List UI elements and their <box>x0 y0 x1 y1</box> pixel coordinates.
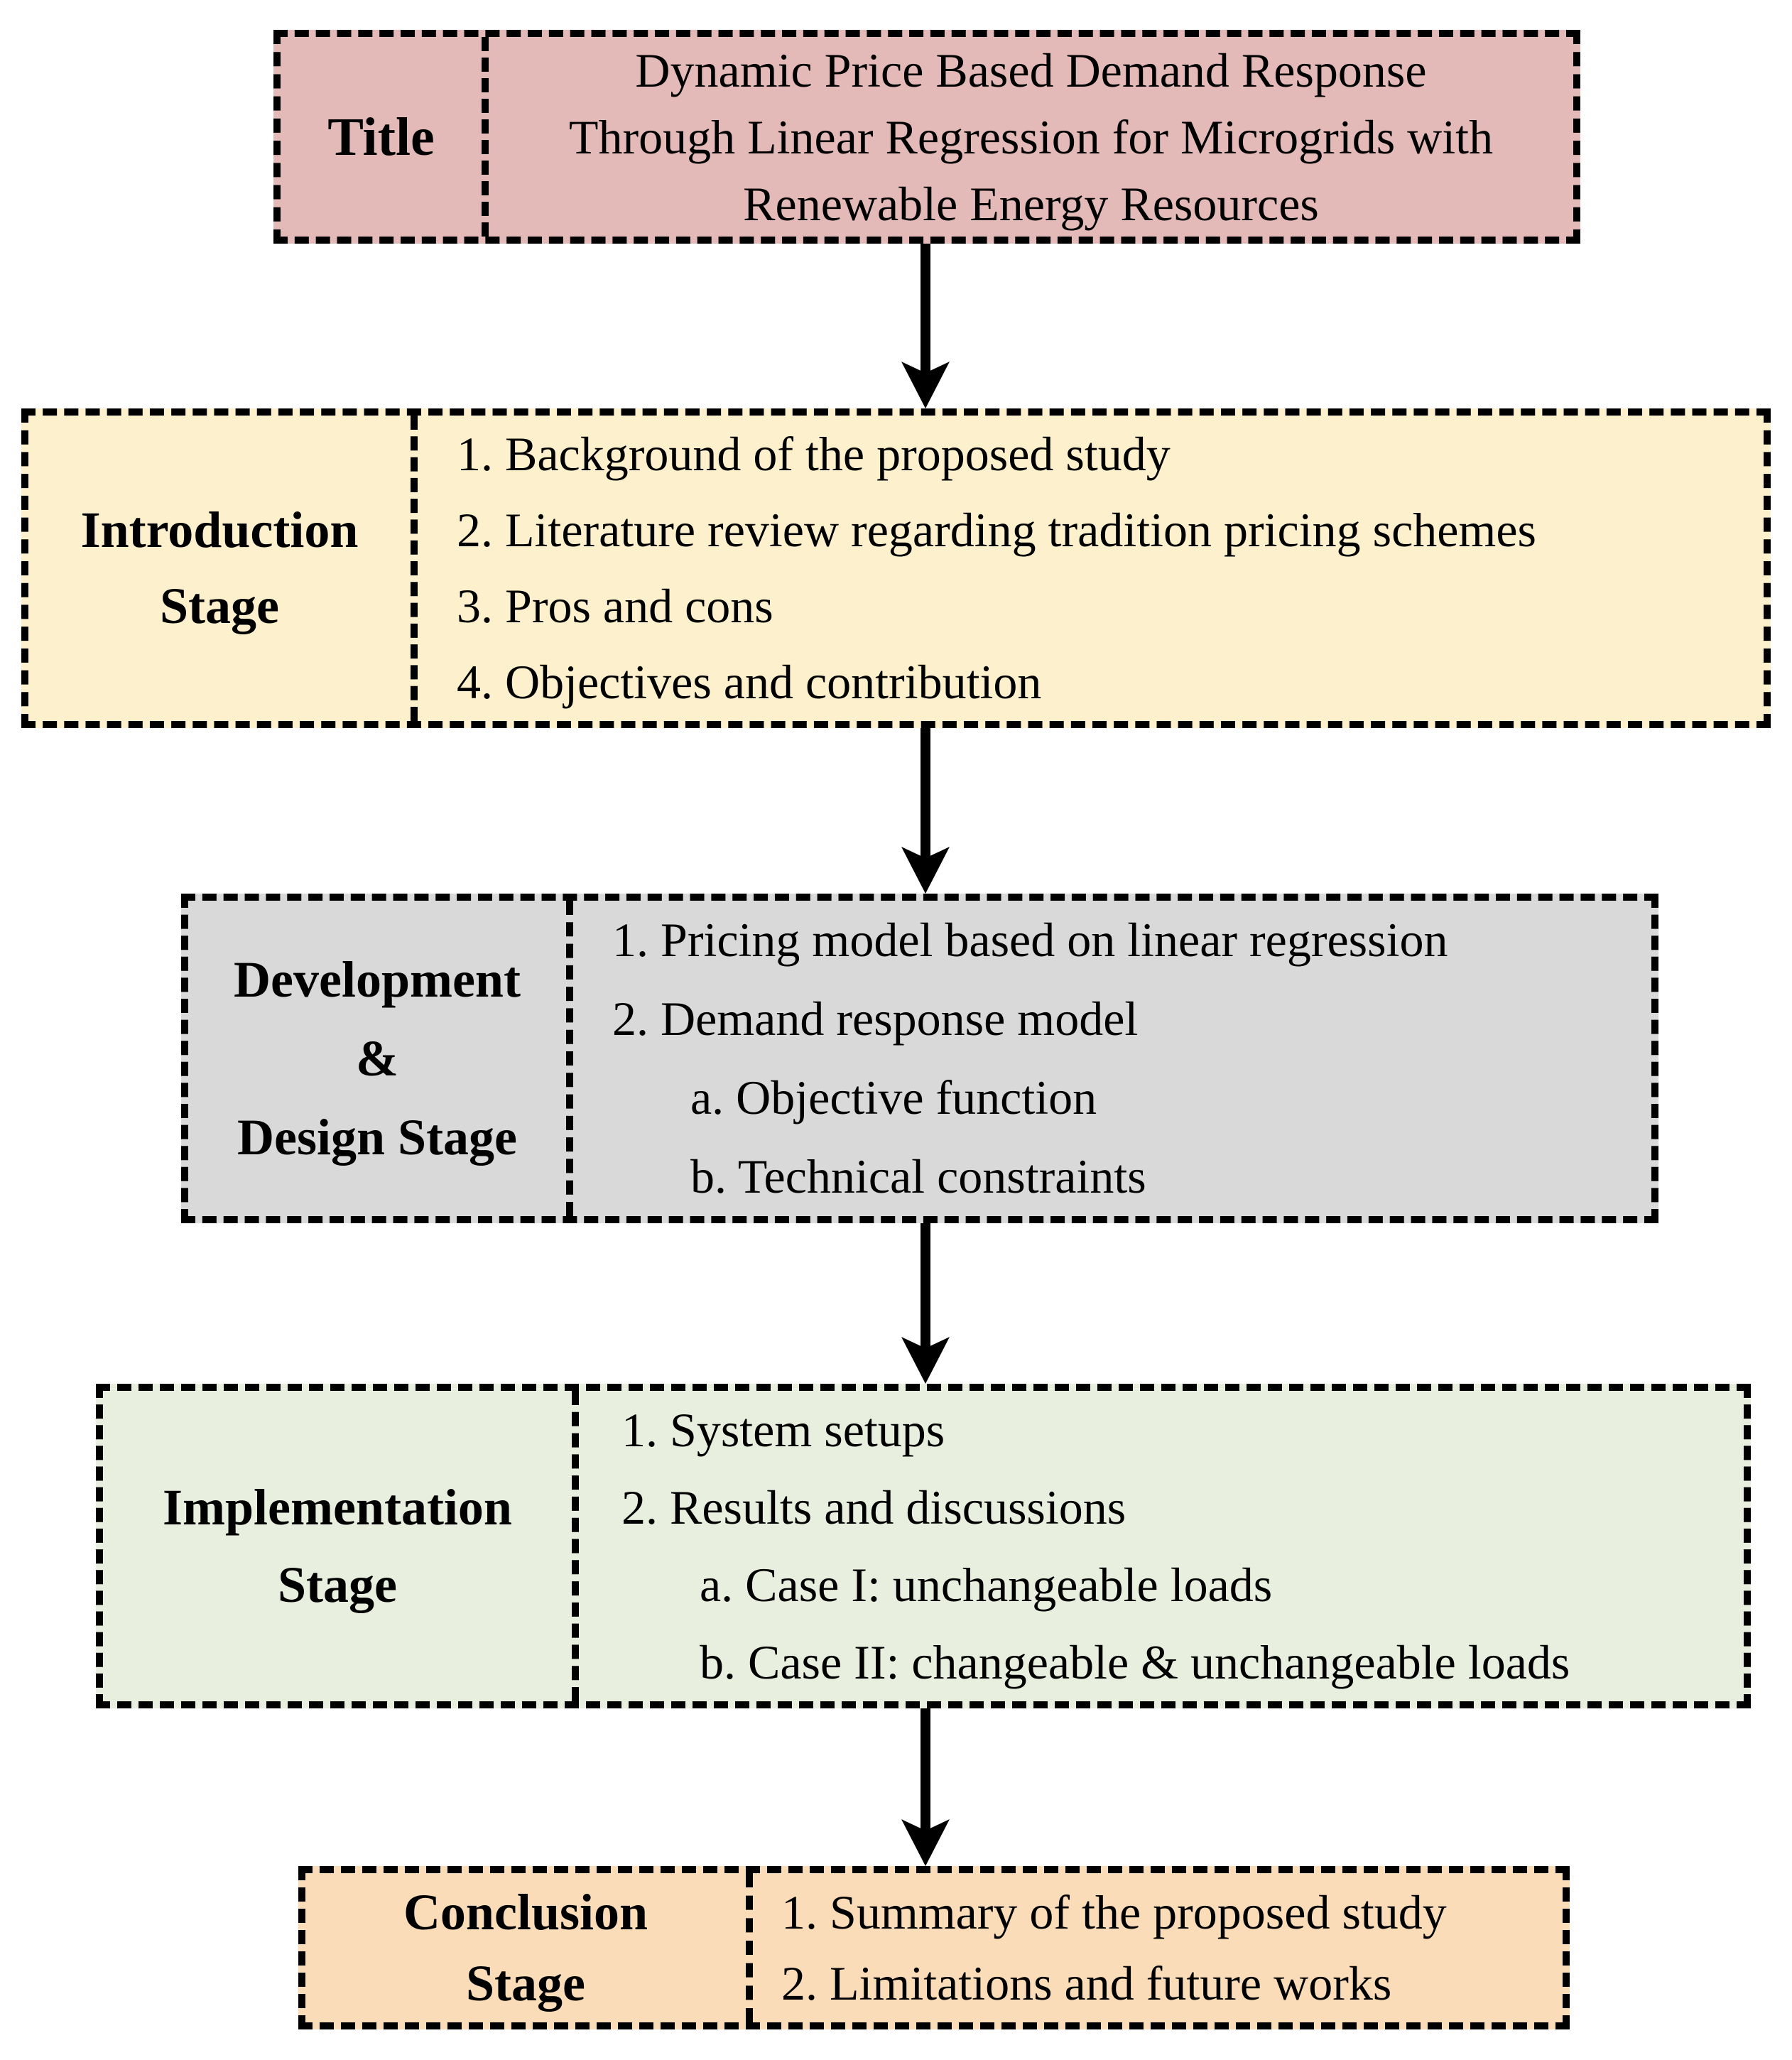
label-line: Stage <box>466 1955 585 2012</box>
introduction-stage-content: 1. Background of the proposed study 2. L… <box>411 416 1764 721</box>
development-design-stage-content: 1. Pricing model based on linear regress… <box>566 901 1651 1216</box>
content-line: 1. System setups <box>621 1402 945 1457</box>
content-subline: a. Objective function <box>690 1070 1097 1124</box>
title-box-content: Dynamic Price Based Demand Response Thro… <box>482 37 1573 237</box>
conclusion-stage-box: Conclusion Stage 1. Summary of the propo… <box>298 1866 1570 2029</box>
content-line: 1. Pricing model based on linear regress… <box>612 913 1448 967</box>
implementation-stage-label: Implementation Stage <box>103 1391 572 1701</box>
conclusion-stage-content: 1. Summary of the proposed study 2. Limi… <box>746 1873 1563 2022</box>
title-box-label: Title <box>281 37 482 237</box>
label-line: Title <box>327 107 435 167</box>
label-line: Stage <box>278 1556 397 1613</box>
implementation-stage-content: 1. System setups 2. Results and discussi… <box>572 1391 1744 1701</box>
label-line: Development <box>234 950 521 1008</box>
content-subline: a. Case I: unchangeable loads <box>700 1557 1273 1612</box>
content-line: Renewable Energy Resources <box>743 176 1319 231</box>
content-subline: b. Technical constraints <box>690 1149 1146 1203</box>
content-line: 1. Background of the proposed study <box>457 427 1171 481</box>
implementation-stage-box: Implementation Stage 1. System setups 2.… <box>96 1384 1751 1708</box>
content-line: 2. Limitations and future works <box>781 1956 1392 2010</box>
content-line: Dynamic Price Based Demand Response <box>635 43 1427 97</box>
content-line: 4. Objectives and contribution <box>457 655 1042 709</box>
label-line: Implementation <box>163 1478 512 1536</box>
content-line: 2. Results and discussions <box>621 1480 1126 1534</box>
content-subline: b. Case II: changeable & unchangeable lo… <box>700 1635 1570 1689</box>
content-line: 1. Summary of the proposed study <box>781 1885 1447 1939</box>
flow-arrow-down-icon <box>901 728 950 894</box>
content-line: 3. Pros and cons <box>457 579 773 633</box>
label-line: Design Stage <box>237 1108 517 1166</box>
content-line: 2. Literature review regarding tradition… <box>457 503 1536 557</box>
label-line: Stage <box>160 578 279 634</box>
development-design-stage-box: Development & Design Stage 1. Pricing mo… <box>181 894 1658 1223</box>
content-line: 2. Demand response model <box>612 992 1139 1046</box>
title-box: Title Dynamic Price Based Demand Respons… <box>273 30 1580 244</box>
flow-arrow-down-icon <box>901 1223 950 1384</box>
conclusion-stage-label: Conclusion Stage <box>305 1873 746 2022</box>
label-line: Introduction <box>80 502 359 558</box>
flow-arrow-down-icon <box>901 244 950 408</box>
development-design-stage-label: Development & Design Stage <box>188 901 566 1216</box>
flow-arrow-down-icon <box>901 1708 950 1866</box>
introduction-stage-label: Introduction Stage <box>28 416 411 721</box>
content-line: Through Linear Regression for Microgrids… <box>568 109 1494 164</box>
label-line: & <box>356 1029 398 1087</box>
label-line: Conclusion <box>403 1884 648 1941</box>
introduction-stage-box: Introduction Stage 1. Background of the … <box>21 408 1771 728</box>
